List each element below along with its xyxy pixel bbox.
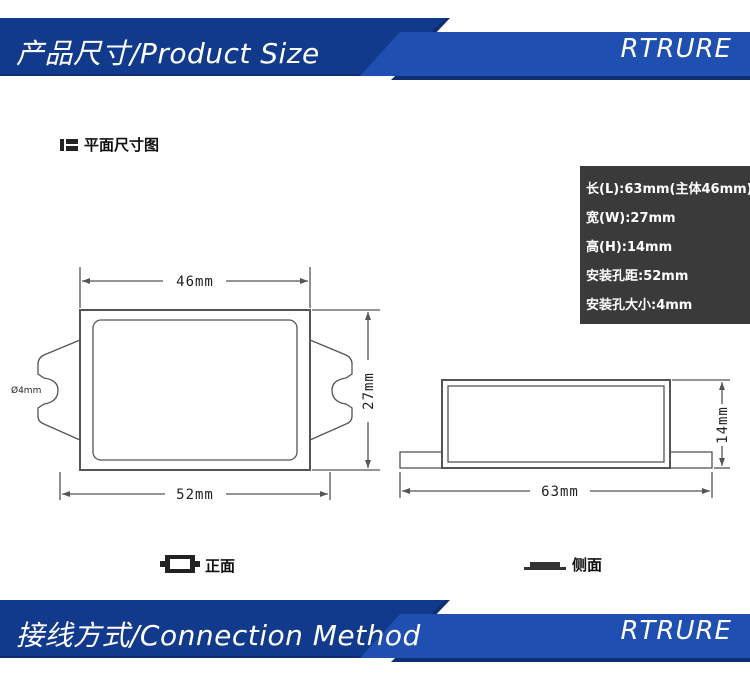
- side-view-caption: 侧面: [572, 556, 603, 574]
- hole-size-label: Ø4mm: [11, 385, 41, 396]
- brand-name: RTRURE: [620, 34, 732, 64]
- front-view-caption: 正面: [205, 557, 236, 575]
- banner-title: 接线方式/Connection Method: [16, 619, 421, 652]
- top-banner: 产品尺寸/Product Size RTRURE: [0, 18, 750, 96]
- side-view-icon: [524, 562, 566, 570]
- side-right-ear: [669, 451, 713, 469]
- side-height-label: 14mm: [715, 406, 731, 444]
- front-view-icon: [160, 555, 200, 573]
- hole-span-label: 52mm: [176, 487, 214, 503]
- side-body-inner: [447, 385, 665, 463]
- spec-hole-size: 安装孔大小:4mm: [586, 298, 693, 313]
- banner-title: 产品尺寸/Product Size: [16, 37, 320, 70]
- floorplan-icon: [60, 138, 78, 151]
- bottom-banner-shape: [0, 600, 750, 662]
- side-body-outline: [441, 379, 671, 469]
- side-left-ear: [399, 451, 443, 469]
- spec-length: 长(L):63mm(主体46mm): [586, 182, 750, 197]
- section-heading: 平面尺寸图: [60, 134, 159, 155]
- front-body-outline: [79, 309, 311, 471]
- spec-height: 高(H):14mm: [586, 240, 673, 255]
- spec-hole-distance: 安装孔距:52mm: [586, 269, 689, 284]
- right-mounting-ear: [309, 339, 353, 441]
- bottom-banner: 接线方式/Connection Method RTRURE: [0, 600, 750, 678]
- spec-width: 宽(W):27mm: [586, 211, 676, 226]
- section-heading-text: 平面尺寸图: [84, 136, 160, 154]
- side-length-label: 63mm: [541, 484, 579, 500]
- left-mounting-ear: [37, 339, 81, 441]
- brand-name: RTRURE: [620, 616, 732, 646]
- front-height-label: 27mm: [361, 372, 377, 410]
- front-body-panel: [92, 319, 298, 461]
- spec-box: 长(L):63mm(主体46mm) 宽(W):27mm 高(H):14mm 安装…: [580, 166, 750, 324]
- top-banner-shape: [0, 18, 750, 80]
- front-width-label: 46mm: [176, 274, 214, 290]
